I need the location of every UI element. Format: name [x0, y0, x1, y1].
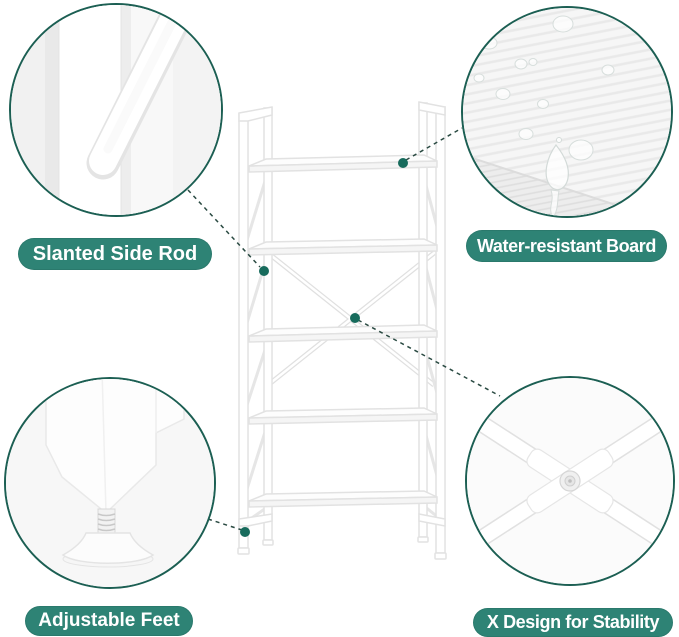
shelf-board	[248, 407, 438, 425]
shelf-board	[248, 490, 438, 508]
callout-dot	[259, 266, 269, 276]
connector-slanted-side-rod	[187, 189, 261, 268]
feature-label-adjustable-feet: Adjustable Feet	[25, 606, 193, 636]
callout-dot	[240, 527, 250, 537]
callout-circle-slanted-side-rod	[9, 3, 223, 217]
water-droplets-closeup	[463, 8, 671, 216]
connector-water-resistant-board	[405, 127, 463, 161]
callout-dot	[398, 158, 408, 168]
shelf-boards	[248, 154, 438, 508]
shelf-board	[248, 238, 438, 256]
shelf-board	[248, 324, 438, 343]
shelf-leg-post	[45, 379, 185, 515]
callout-dot	[350, 313, 360, 323]
adjustable-foot-closeup	[6, 379, 214, 587]
foot-screw-thread	[97, 508, 116, 536]
center-bolt	[559, 470, 581, 492]
connector-x-design	[357, 319, 501, 397]
callout-circle-adjustable-feet	[4, 377, 216, 589]
slanted-rod-closeup	[11, 5, 221, 215]
right-side-frame	[417, 101, 447, 560]
foot-pad	[61, 532, 155, 568]
feature-label-x-design: X Design for Stability	[473, 608, 673, 637]
connector-adjustable-feet	[207, 518, 243, 531]
shelf-board	[248, 154, 438, 173]
feature-label-slanted-side-rod: Slanted Side Rod	[18, 238, 212, 270]
callout-circle-water-resistant-board	[461, 6, 673, 218]
running-water-droplet	[545, 137, 569, 216]
x-brace-closeup	[467, 378, 673, 584]
callout-circle-x-design	[465, 376, 675, 586]
water-droplets	[473, 15, 615, 161]
feature-label-water-resistant-board: Water-resistant Board	[466, 230, 667, 262]
